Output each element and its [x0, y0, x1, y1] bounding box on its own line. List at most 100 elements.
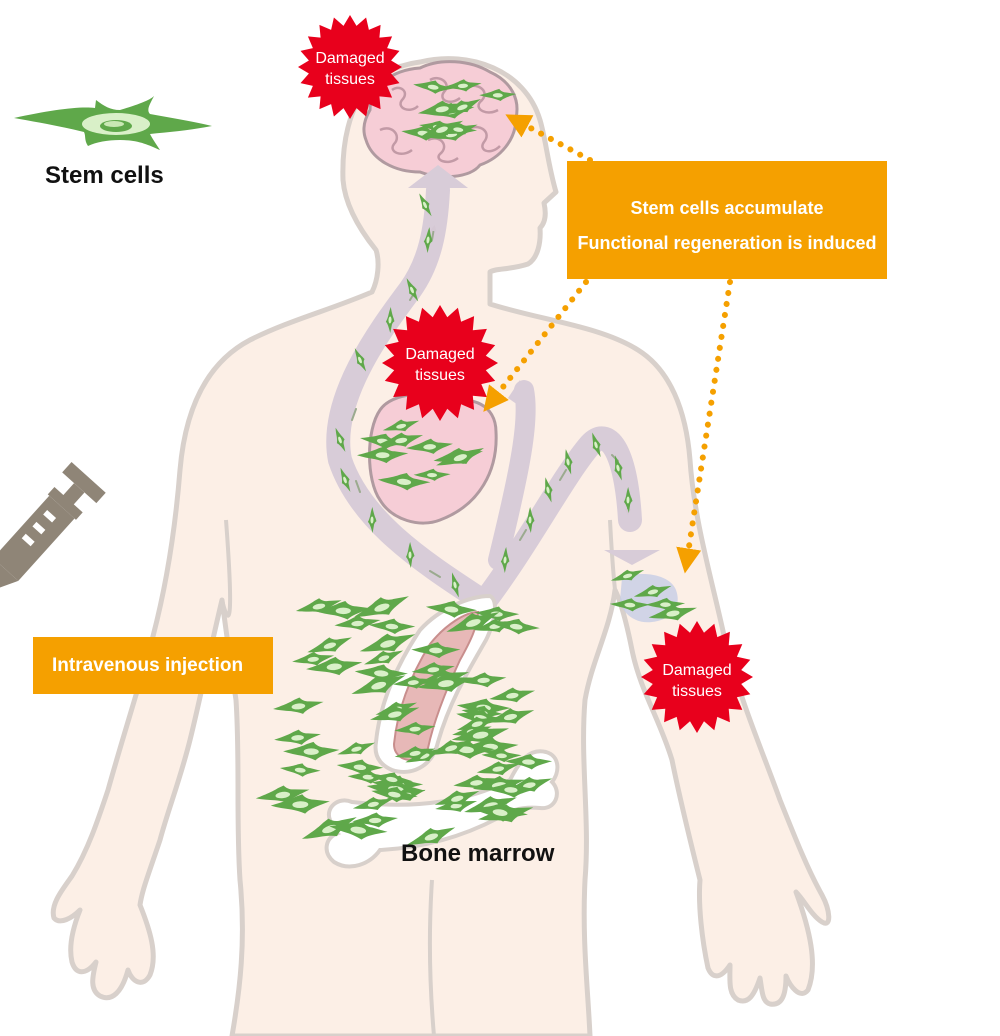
starburst-shape — [382, 305, 498, 421]
stem-cell — [479, 88, 517, 102]
stem-cell — [413, 80, 454, 94]
stem-cell-cluster — [255, 79, 697, 845]
arrow-to-heart — [483, 279, 589, 412]
stem-cell — [564, 449, 573, 475]
stem-cell — [645, 597, 686, 611]
accumulation-arrows — [483, 114, 733, 574]
stem-cell — [425, 600, 478, 618]
stem-cell — [476, 761, 520, 776]
stem-cell — [614, 455, 623, 481]
stem-cell — [367, 507, 377, 534]
stem-cell — [354, 664, 408, 682]
stem-cell — [283, 741, 340, 761]
stem-cell — [347, 770, 389, 784]
stem-cells-legend-label: Stem cells — [45, 162, 164, 189]
stem-cell — [411, 662, 455, 677]
info-line-regeneration: Functional regeneration is induced — [577, 233, 877, 253]
damaged-tissue-burst-brain — [298, 15, 402, 119]
damaged-tissues-label-arm: Damaged tissues — [637, 660, 757, 702]
stem-cell — [379, 432, 424, 447]
stem-cell — [273, 697, 324, 714]
stem-cell — [405, 542, 415, 569]
stem-cell — [351, 675, 406, 694]
stem-cell — [364, 650, 404, 665]
human-body — [50, 56, 832, 1036]
stem-cell — [255, 785, 310, 803]
stem-cell — [394, 721, 436, 736]
stem-cell — [359, 633, 416, 652]
stem-cell — [451, 572, 460, 598]
stem-cell — [406, 827, 456, 845]
damaged-tissue-burst-heart — [382, 305, 498, 421]
stem-cell — [274, 729, 321, 745]
stem-cell — [429, 740, 473, 755]
stem-cell — [314, 601, 372, 620]
stem-cell — [382, 419, 420, 432]
stem-cell — [352, 812, 398, 828]
stem-cell — [369, 705, 420, 722]
stem-cell — [446, 612, 500, 632]
stem-cell — [279, 763, 321, 777]
stem-cell — [481, 748, 522, 763]
arm-wound — [620, 574, 678, 623]
damaged-tissues-brain-line1: Damaged — [315, 50, 385, 67]
stem-cell — [423, 227, 433, 254]
blood-vessels — [326, 165, 660, 632]
starburst-shape — [298, 15, 402, 119]
damaged-tissues-label-brain: Damaged tissues — [290, 48, 410, 90]
damaged-tissues-arm-line1: Damaged — [662, 662, 732, 679]
stem-cell — [292, 651, 335, 666]
info-line-accumulate: Stem cells accumulate — [630, 198, 824, 218]
stem-cell — [648, 604, 697, 621]
stem-cell — [623, 487, 633, 514]
stem-cell — [340, 467, 351, 492]
stem-cell — [500, 547, 510, 574]
stem-cell — [436, 448, 484, 466]
stem-cell — [394, 746, 436, 760]
stem-cell — [525, 507, 535, 534]
stem-cell — [489, 687, 536, 703]
stem-cell — [385, 307, 395, 334]
stem-cell — [329, 820, 388, 840]
syringe-icon — [0, 461, 106, 591]
bone-marrow-label: Bone marrow — [401, 840, 555, 867]
damaged-tissues-brain-line2: tissues — [325, 71, 375, 88]
stem-cell — [451, 724, 510, 744]
stem-cell — [544, 477, 553, 503]
stem-cell — [336, 759, 384, 775]
body-silhouette — [50, 56, 832, 1036]
accumulation-info-box: Stem cells accumulate Functional regener… — [567, 161, 887, 279]
arrow-to-brain — [505, 114, 593, 163]
stem-cell — [307, 637, 352, 653]
damaged-tissue-burst-arm — [641, 621, 753, 733]
damaged-tissues-heart-line2: tissues — [415, 367, 465, 384]
stem-cell — [368, 618, 416, 634]
stem-cell — [419, 193, 432, 217]
stem-cell — [435, 798, 478, 812]
stem-cell — [335, 427, 346, 452]
stem-cell — [592, 432, 601, 458]
stem-cell — [356, 446, 409, 464]
stem-cell — [406, 278, 419, 302]
stem-cell — [417, 673, 475, 692]
stem-cell — [392, 675, 434, 689]
stem-cell — [354, 348, 367, 372]
stem-cell-icon — [14, 96, 212, 150]
damaged-tissues-label-heart: Damaged tissues — [380, 344, 500, 386]
stem-cell — [370, 772, 414, 787]
stem-cell — [434, 790, 480, 805]
stem-cell — [437, 740, 495, 759]
stem-cell — [337, 742, 376, 755]
stem-cell — [306, 656, 363, 676]
stem-cell — [270, 794, 330, 814]
arrow-to-arm — [676, 279, 733, 574]
stem-cell — [354, 596, 409, 617]
stem-cell — [352, 796, 394, 811]
intravenous-injection-box: Intravenous injection — [33, 637, 273, 694]
stem-cell — [420, 120, 464, 137]
starburst-shape — [641, 621, 753, 733]
damaged-tissues-heart-line1: Damaged — [405, 346, 475, 363]
stem-cell — [472, 803, 528, 822]
stem-cell — [334, 615, 381, 631]
